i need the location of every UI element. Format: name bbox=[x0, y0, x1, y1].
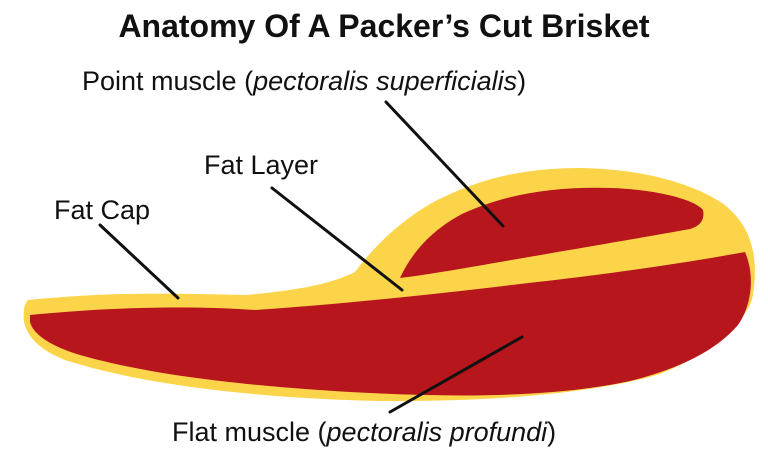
point-muscle bbox=[400, 187, 704, 278]
label-flat-common: Flat muscle ( bbox=[172, 417, 327, 447]
leader-line-point bbox=[384, 100, 505, 228]
label-flat-close: ) bbox=[547, 417, 557, 447]
flat-muscle bbox=[30, 252, 751, 396]
leader-line-fat-layer bbox=[270, 186, 404, 292]
label-fat-cap: Fat Cap bbox=[54, 195, 151, 225]
leader-line-fat-cap bbox=[98, 223, 180, 300]
label-point-close: ) bbox=[517, 66, 527, 96]
label-point-muscle: Point muscle (pectoralis superficialis) bbox=[82, 68, 526, 95]
label-point-scientific: pectoralis superficialis bbox=[253, 66, 518, 96]
label-point-common: Point muscle ( bbox=[82, 66, 254, 96]
label-flat-muscle: Flat muscle (pectoralis profundi) bbox=[172, 419, 556, 446]
leader-line-flat bbox=[388, 335, 524, 414]
page-title: Anatomy Of A Packer’s Cut Brisket bbox=[118, 8, 650, 44]
label-flat-scientific: pectoralis profundi bbox=[326, 417, 548, 447]
label-fat-layer: Fat Layer bbox=[204, 150, 319, 180]
